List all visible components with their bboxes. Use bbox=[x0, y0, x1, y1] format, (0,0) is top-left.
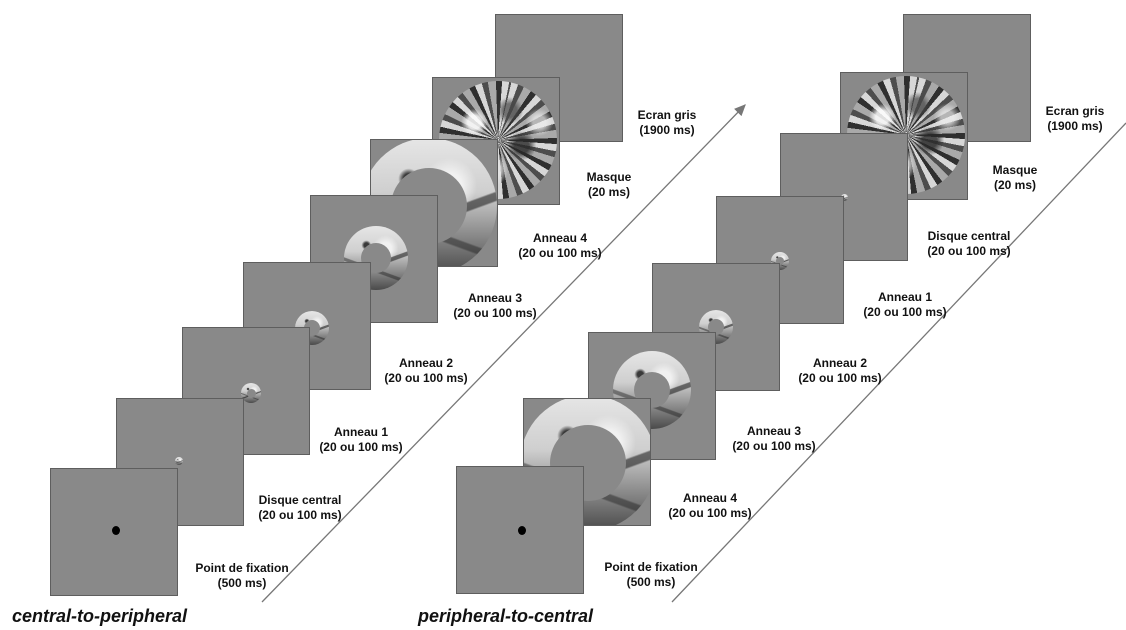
fixation-dot bbox=[112, 526, 120, 535]
frame-point-de-fixation bbox=[50, 468, 178, 596]
condition-label-left: central-to-peripheral bbox=[12, 606, 188, 626]
label-anneau-1-right: Anneau 1(20 ou 100 ms) bbox=[863, 290, 947, 319]
central-disc-image-right bbox=[841, 194, 848, 201]
label-point-de-fixation-right: Point de fixation(500 ms) bbox=[604, 560, 698, 589]
label-ecran-gris-right: Ecran gris(1900 ms) bbox=[1045, 104, 1105, 133]
label-disque-central: Disque central(20 ou 100 ms) bbox=[258, 493, 342, 522]
label-masque: Masque(20 ms) bbox=[586, 170, 632, 199]
label-disque-central-right: Disque central(20 ou 100 ms) bbox=[927, 229, 1011, 258]
fixation-dot-right bbox=[518, 526, 526, 535]
label-masque-right: Masque(20 ms) bbox=[992, 163, 1038, 192]
label-ecran-gris: Ecran gris(1900 ms) bbox=[637, 108, 697, 137]
label-point-de-fixation: Point de fixation(500 ms) bbox=[195, 561, 289, 590]
label-anneau-3-right: Anneau 3(20 ou 100 ms) bbox=[732, 424, 816, 453]
label-anneau-2-right: Anneau 2(20 ou 100 ms) bbox=[798, 356, 882, 385]
frame-anneau-2-right bbox=[652, 263, 780, 391]
label-anneau-3: Anneau 3(20 ou 100 ms) bbox=[453, 291, 537, 320]
label-anneau-1: Anneau 1(20 ou 100 ms) bbox=[319, 425, 403, 454]
label-anneau-4-right: Anneau 4(20 ou 100 ms) bbox=[668, 491, 752, 520]
frame-point-de-fixation-right bbox=[456, 466, 584, 594]
central-disc-image bbox=[175, 457, 183, 465]
time-arrow-left bbox=[261, 104, 746, 603]
time-arrow-right bbox=[671, 122, 1126, 603]
label-anneau-4: Anneau 4(20 ou 100 ms) bbox=[518, 231, 602, 260]
frame-anneau-3 bbox=[310, 195, 438, 323]
label-anneau-2: Anneau 2(20 ou 100 ms) bbox=[384, 356, 468, 385]
condition-label-right: peripheral-to-central bbox=[418, 606, 594, 626]
